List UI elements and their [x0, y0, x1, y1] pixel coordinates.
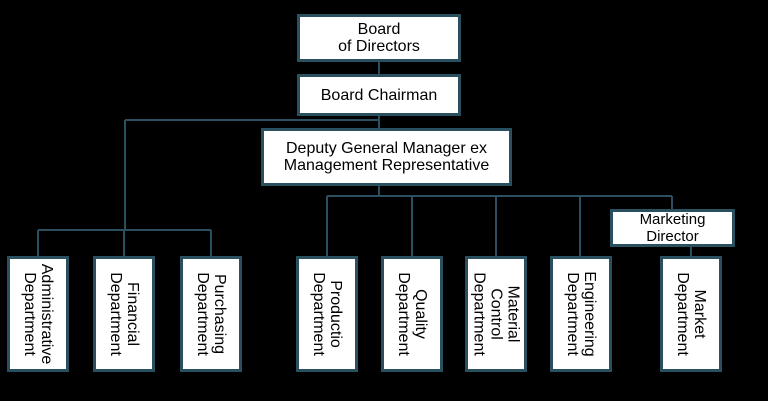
chairman-label: Board Chairman — [320, 86, 438, 104]
deputy-line-1: Deputy General Manager ex — [286, 140, 487, 157]
department-label-line: Department — [470, 272, 488, 356]
department-label-line: Engineering — [581, 271, 598, 357]
board-line-2: of Directors — [338, 38, 420, 55]
board-line-1: Board — [357, 21, 401, 38]
department-label-line: Market — [691, 289, 708, 339]
department-label-line: Department — [395, 272, 412, 356]
department-label-line: Department — [107, 272, 124, 356]
department-label-line: Department — [194, 272, 211, 356]
department-label-line: Material — [504, 285, 522, 343]
board-chairman-box: Board Chairman — [297, 74, 461, 116]
department-label-line: Department — [674, 272, 691, 356]
department-label-line: Department — [310, 272, 327, 356]
deputy-general-manager-box: Deputy General Manager ex Management Rep… — [261, 128, 512, 186]
deputy-line-2: Management Representative — [283, 157, 490, 174]
marketing-line-2: Director — [646, 228, 699, 245]
department-label-line: Purchasing — [211, 273, 228, 355]
marketing-director-box: Marketing Director — [610, 209, 735, 247]
department-label-line: Administrative — [38, 263, 55, 365]
marketing-line-1: Marketing — [639, 211, 706, 228]
department-label-line: Department — [21, 272, 38, 356]
department-label-line: Financial — [124, 281, 141, 347]
board-of-directors-box: Board of Directors — [297, 14, 461, 62]
department-label-line: Productio — [327, 280, 344, 348]
department-label-line: Control — [487, 288, 505, 340]
department-label-line: Department — [564, 272, 581, 356]
department-label-line: Quality — [412, 289, 429, 339]
